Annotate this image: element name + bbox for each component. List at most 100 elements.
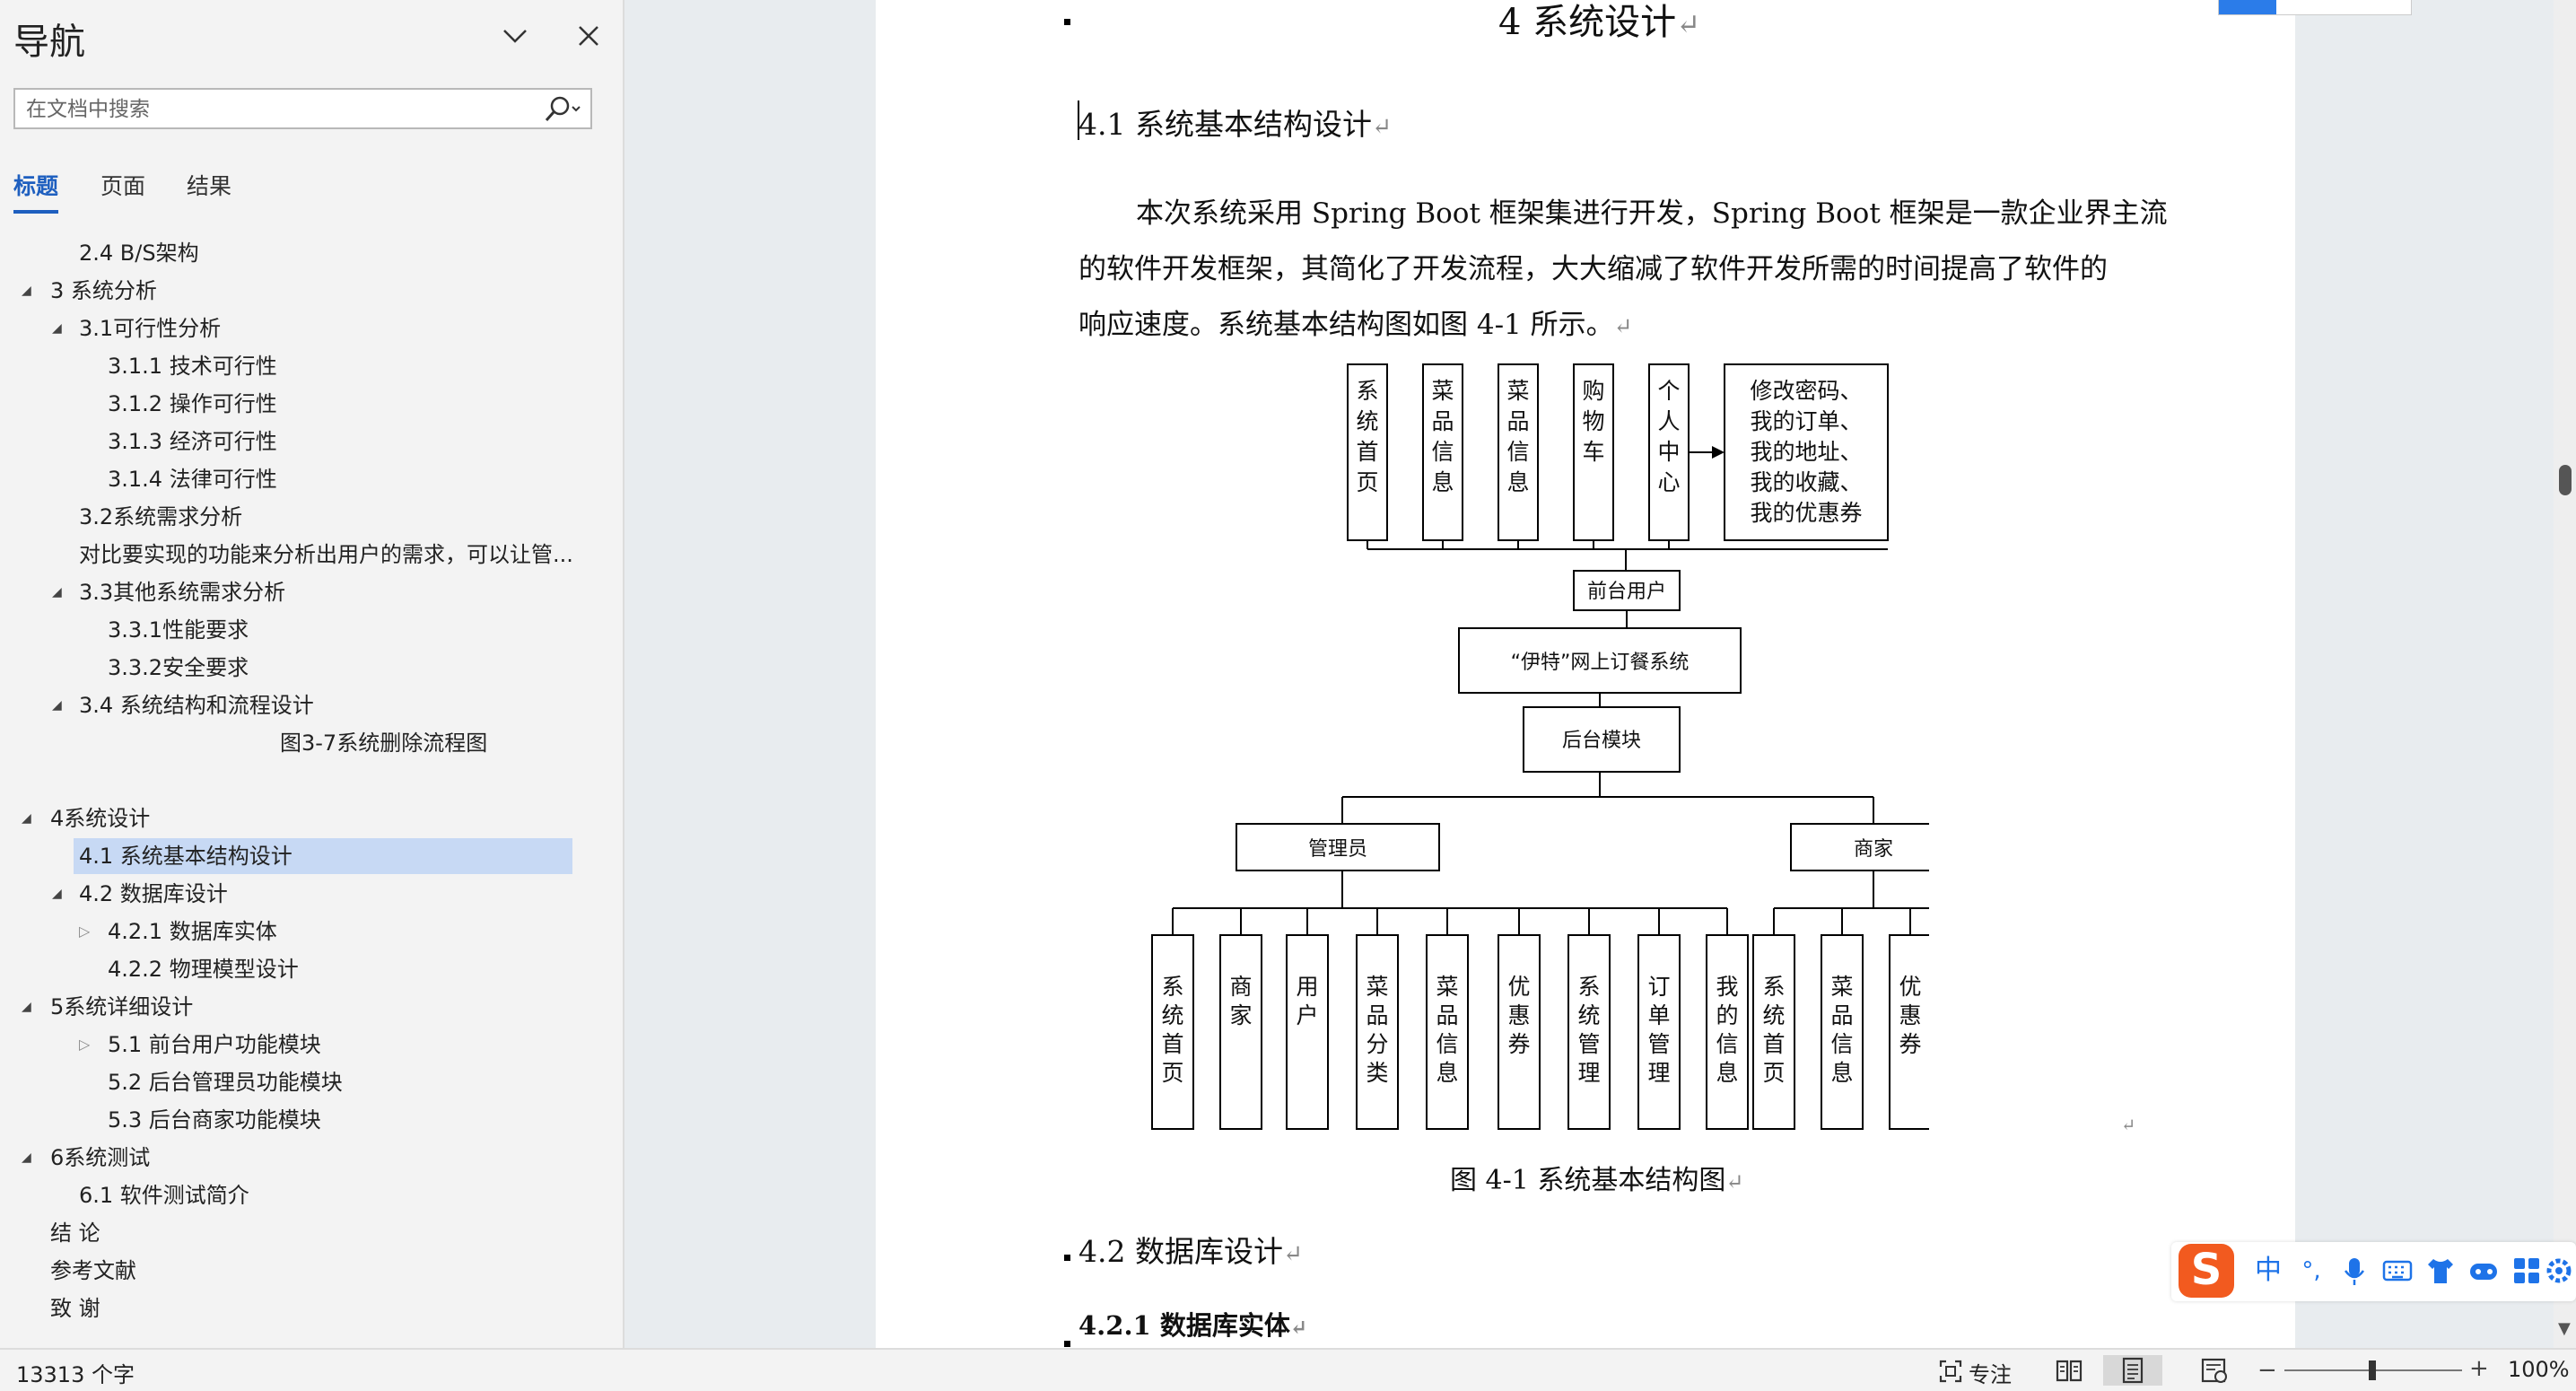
nav-item[interactable]: 3.1.1 技术可行性 (0, 348, 619, 384)
nav-item[interactable]: ▷4.2.1 数据库实体 (0, 914, 619, 949)
print-layout-button[interactable] (2103, 1355, 2162, 1386)
frontend-module-label: 人 (1657, 408, 1680, 434)
nav-item[interactable]: 6.1 软件测试简介 (0, 1177, 619, 1213)
zoom-out-button[interactable]: − (2257, 1357, 2277, 1384)
nav-item[interactable]: ▷ 5.1 前台用户功能模块 (0, 1027, 619, 1063)
gamepad-icon[interactable] (2467, 1255, 2500, 1287)
nav-item-label: 6.1 软件测试简介 (79, 1183, 249, 1208)
nav-item[interactable]: 3.3.2安全要求 (0, 650, 619, 686)
ime-toolbar[interactable]: S 中 °, (2171, 1242, 2576, 1301)
nav-item[interactable]: 4.2.2 物理模型设计 (0, 951, 619, 987)
nav-item[interactable]: ◢4.2 数据库设计 (0, 876, 619, 912)
frontend-module-label: 品 (1506, 408, 1529, 434)
text-cursor (1078, 101, 1079, 140)
nav-item-label: 5.2 后台管理员功能模块 (108, 1070, 343, 1095)
collapse-triangle-icon[interactable]: ◢ (52, 585, 62, 599)
read-mode-icon[interactable] (2055, 1355, 2083, 1386)
nav-item[interactable]: 结 论 (0, 1215, 619, 1251)
vertical-scrollbar[interactable]: ▼ (2554, 0, 2576, 1348)
floating-toolbar[interactable] (2218, 0, 2412, 15)
zoom-in-button[interactable]: + (2469, 1355, 2489, 1382)
merchant-module-box (1889, 934, 1929, 1130)
focus-mode-button[interactable]: 专注 (1938, 1355, 2019, 1387)
tab-pages[interactable]: 页面 (100, 173, 146, 199)
merchant-module-label: 首 (1762, 1031, 1785, 1057)
collapse-triangle-icon[interactable]: ◢ (22, 811, 31, 826)
admin-module-label: 我 (1716, 974, 1738, 1000)
nav-item[interactable]: 图3-7系统删除流程图 (0, 725, 619, 761)
nav-item[interactable]: 3.1.3 经济可行性 (0, 424, 619, 459)
collapse-triangle-icon[interactable]: ◢ (52, 321, 62, 336)
nav-item[interactable]: 致 谢 (0, 1290, 619, 1326)
tab-results[interactable]: 结果 (187, 173, 232, 199)
expand-triangle-icon[interactable]: ▷ (79, 1036, 91, 1053)
ime-logo[interactable]: S (2179, 1244, 2234, 1298)
web-layout-icon[interactable] (2200, 1355, 2229, 1386)
collapse-triangle-icon[interactable]: ◢ (22, 284, 31, 298)
microphone-icon[interactable] (2338, 1255, 2371, 1287)
admin-module-label: 理 (1647, 1060, 1670, 1086)
word-count[interactable]: 13313 个字 (16, 1362, 135, 1387)
nav-item[interactable]: 对比要实现的功能来分析出用户的需求，可以让管... (0, 537, 619, 573)
ime-punctuation[interactable]: °, (2301, 1257, 2321, 1284)
frontend-module-label: 品 (1431, 408, 1454, 434)
nav-item[interactable]: ◢3.4 系统结构和流程设计 (0, 687, 619, 723)
admin-box (1236, 823, 1440, 871)
merchant-module-label: 品 (1830, 1002, 1853, 1028)
nav-item[interactable]: ◢ 5系统详细设计 (0, 989, 619, 1025)
nav-item-label: 3.3其他系统需求分析 (79, 580, 286, 605)
merchant-module-label: 惠 (1899, 1002, 1921, 1028)
nav-item[interactable]: 5.2 后台管理员功能模块 (0, 1064, 619, 1100)
nav-item[interactable]: ◢ 3.1可行性分析 (0, 311, 619, 346)
nav-item[interactable]: ◢6系统测试 (0, 1140, 619, 1176)
nav-item[interactable]: 3.3.1性能要求 (0, 612, 619, 648)
search-input[interactable] (24, 90, 539, 129)
nav-item-label: 致 谢 (50, 1296, 100, 1321)
admin-module-label: 系 (1577, 974, 1600, 1000)
scroll-thumb[interactable] (2559, 465, 2572, 495)
collapse-triangle-icon[interactable]: ◢ (22, 1000, 31, 1014)
zoom-level[interactable]: 100% (2508, 1357, 2570, 1382)
nav-item[interactable]: ◢4系统设计 (0, 800, 619, 836)
status-bar: 13313 个字 专注 − + 100% (0, 1348, 2576, 1391)
nav-item[interactable]: 3.1.2 操作可行性 (0, 386, 619, 422)
collapse-triangle-icon[interactable]: ◢ (52, 698, 62, 713)
nav-item[interactable]: 5.3 后台商家功能模块 (0, 1102, 619, 1138)
apps-grid-icon[interactable] (2511, 1255, 2543, 1287)
merchant-module-label: 信 (1830, 1031, 1853, 1057)
admin-module-box (1286, 934, 1329, 1130)
search-icon[interactable] (542, 95, 583, 124)
nav-item-label: 3.1可行性分析 (79, 316, 222, 341)
search-box[interactable] (13, 88, 592, 129)
nav-item[interactable]: 2.4 B/S架构 (0, 235, 619, 271)
nav-item[interactable]: ◢3 系统分析 (0, 273, 619, 309)
close-icon[interactable] (572, 20, 605, 52)
system-structure-diagram: 系统首页菜品信息菜品信息购物车个人中心修改密码、我的订单、我的地址、我的收藏、我… (1151, 363, 1929, 1130)
zoom-slider-thumb[interactable] (2369, 1360, 2376, 1380)
chevron-down-icon[interactable] (499, 20, 531, 52)
keyboard-icon[interactable] (2381, 1255, 2414, 1287)
system-name-label: “伊特”网上订餐系统 (1511, 652, 1690, 674)
nav-item[interactable]: ◢ 3.3其他系统需求分析 (0, 574, 619, 610)
nav-item-label: 4.2.2 物理模型设计 (108, 957, 299, 982)
settings-gear-icon[interactable] (2543, 1255, 2575, 1287)
tab-headings[interactable]: 标题 (13, 173, 59, 199)
frontend-user-label: 前台用户 (1587, 581, 1666, 603)
collapse-triangle-icon[interactable]: ◢ (52, 887, 62, 901)
admin-module-label: 单 (1647, 1002, 1670, 1028)
collapse-triangle-icon[interactable]: ◢ (22, 1150, 31, 1165)
nav-item[interactable]: 3.1.4 法律可行性 (0, 461, 619, 497)
scroll-down-arrow-icon[interactable]: ▼ (2558, 1319, 2571, 1338)
ime-mode[interactable]: 中 (2255, 1255, 2282, 1286)
figure-caption: 图 4-1 系统基本结构图↵ (1450, 1165, 1744, 1196)
nav-item[interactable]: 3.2系统需求分析 (0, 499, 619, 535)
nav-item-label: 5.1 前台用户功能模块 (108, 1032, 321, 1057)
admin-module-label: 页 (1161, 1060, 1183, 1086)
nav-item[interactable]: 4.1 系统基本结构设计 (74, 838, 572, 874)
skin-shirt-icon[interactable] (2424, 1255, 2457, 1287)
nav-item[interactable]: 参考文献 (0, 1253, 619, 1289)
admin-module-box (1637, 934, 1681, 1130)
nav-item-label: 5系统详细设计 (50, 994, 194, 1019)
expand-triangle-icon[interactable]: ▷ (79, 923, 91, 940)
frontend-module-label: 页 (1356, 469, 1378, 495)
